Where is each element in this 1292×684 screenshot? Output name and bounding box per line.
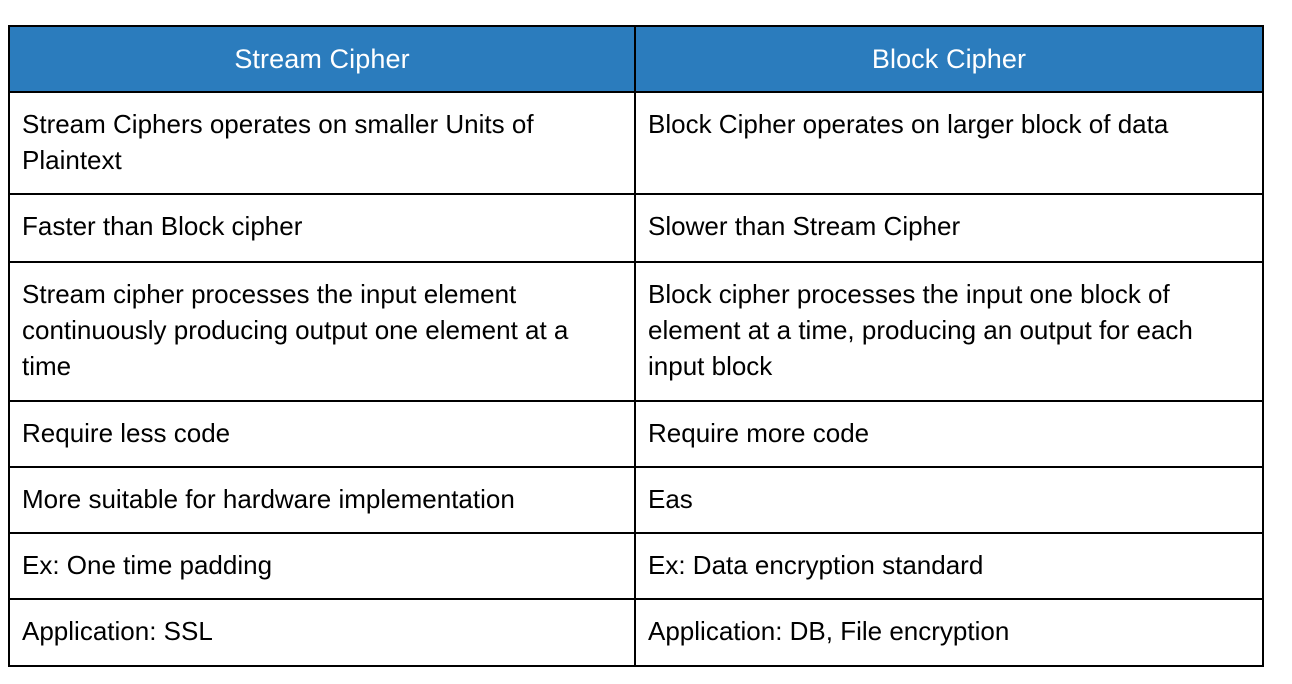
table-cell-stream: Ex: One time padding [8,532,636,600]
table-cell-text: Ex: Data encryption standard [648,550,984,580]
table-cell-text: Eas [648,484,693,514]
column-header-block-cipher-label: Block Cipher [871,43,1027,74]
table-cell-text: Ex: One time padding [22,550,273,580]
table-row: More suitable for hardware implementatio… [8,466,1264,534]
table-cell-text: Require more code [648,418,870,448]
table-cell-stream: Application: SSL [8,598,636,667]
table-cell-text: Stream Ciphers operates on smaller Units… [22,109,534,175]
table-cell-block: Eas [634,466,1264,534]
table-row: Application: SSL Application: DB, File e… [8,598,1264,667]
table-cell-stream: Stream cipher processes the input elemen… [8,261,636,402]
table-cell-block: Block cipher processes the input one blo… [634,261,1264,402]
table-row: Require less code Require more code [8,400,1264,468]
table-row: Stream Ciphers operates on smaller Units… [8,91,1264,195]
table-cell-stream: Require less code [8,400,636,468]
table-cell-block: Slower than Stream Cipher [634,193,1264,263]
table-cell-text: Stream cipher processes the input elemen… [22,279,569,381]
table-cell-text: Faster than Block cipher [22,211,303,241]
table-cell-block: Ex: Data encryption standard [634,532,1264,600]
table-header-row: Stream Cipher Block Cipher [8,25,1264,93]
table-cell-block: Application: DB, File encryption [634,598,1264,667]
table-row: Faster than Block cipher Slower than Str… [8,193,1264,263]
table-cell-block: Block Cipher operates on larger block of… [634,91,1264,195]
table-cell-text: Slower than Stream Cipher [648,211,961,241]
table-cell-text: Block cipher processes the input one blo… [648,279,1193,381]
column-header-block-cipher: Block Cipher [634,25,1264,93]
table-cell-text: Block Cipher operates on larger block of… [648,109,1169,139]
table-cell-text: More suitable for hardware implementatio… [22,484,515,514]
column-header-stream-cipher-label: Stream Cipher [234,43,410,74]
table-row: Ex: One time padding Ex: Data encryption… [8,532,1264,600]
table-row: Stream cipher processes the input elemen… [8,261,1264,402]
table-cell-text: Application: SSL [22,616,213,646]
table-cell-text: Require less code [22,418,231,448]
table-cell-text: Application: DB, File encryption [648,616,1010,646]
table-cell-stream: Stream Ciphers operates on smaller Units… [8,91,636,195]
table-cell-stream: Faster than Block cipher [8,193,636,263]
cipher-comparison-table: Stream Cipher Block Cipher Stream Cipher… [8,25,1264,667]
table-cell-stream: More suitable for hardware implementatio… [8,466,636,534]
table-header: Stream Cipher Block Cipher [8,25,1264,93]
table-cell-block: Require more code [634,400,1264,468]
column-header-stream-cipher: Stream Cipher [8,25,636,93]
table-body: Stream Ciphers operates on smaller Units… [8,91,1264,667]
